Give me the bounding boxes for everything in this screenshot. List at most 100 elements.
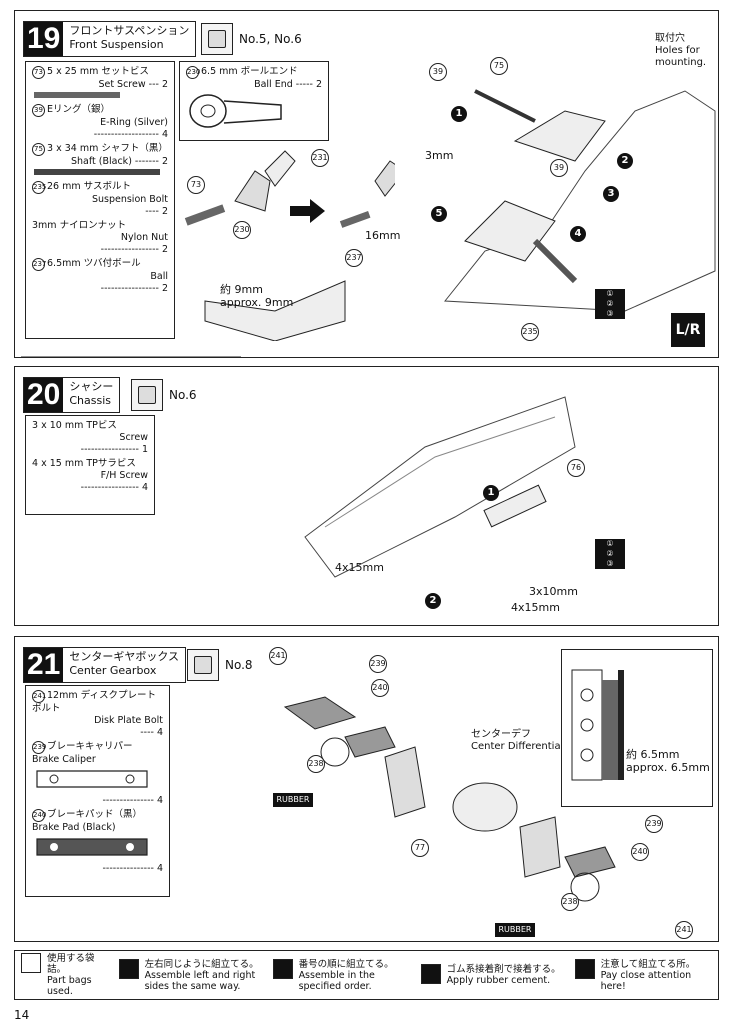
step-19-header: 19 フロントサスペンション Front Suspension [23, 21, 197, 57]
step-seq-4: 4 [570, 226, 586, 242]
brake-caliper-illustration [36, 770, 148, 788]
dim-16mm: 16mm [365, 229, 401, 242]
callout-237: 237 [345, 249, 363, 267]
bag-icon [21, 953, 41, 973]
order-icon [272, 958, 293, 979]
part-item: 4 x 15 mm TPサラビス F/H Screw -------------… [32, 458, 148, 493]
legend-item-attention: 注意して組立てる所。Pay close attention here! [574, 958, 702, 992]
approx-en: approx. 9mm [220, 296, 294, 309]
callout-39b: 39 [550, 159, 568, 177]
bag-numbers: No.6 [169, 388, 197, 402]
step-title-jp: フロントサスペンション [69, 24, 190, 37]
arm-assembly-diagram [184, 150, 395, 341]
callout-231: 231 [311, 149, 329, 167]
part-bags: No.5, No.6 [201, 23, 302, 55]
step-20-header: 20 シャシー Chassis [23, 377, 121, 413]
part-item: 239ブレーキキャリパー Brake Caliper -------------… [32, 741, 163, 806]
rubber-icon: RUBBER [495, 923, 535, 937]
bag-numbers: No.8 [225, 658, 253, 672]
step-seq-2: 2 [425, 593, 441, 609]
attention-hand-icon [574, 958, 595, 979]
part-bags: No.6 [131, 379, 197, 411]
callout-241b: 241 [675, 921, 693, 939]
part-bags: No.8 [187, 649, 253, 681]
shaft-illustration [34, 169, 160, 175]
rubber-icon: RUBBER [273, 793, 313, 807]
part-item: 3 x 10 mm TPビス Screw ----------------- 1 [32, 420, 148, 455]
callout-238: 238 [307, 755, 325, 773]
part-item: 23526 mm サスボルト Suspension Bolt ---- 2 [32, 181, 168, 217]
screw-label-c: 4x15mm [511, 601, 560, 614]
step-title-en: Chassis [69, 394, 112, 407]
callout-230: 230 [233, 221, 251, 239]
callout-239b: 239 [645, 815, 663, 833]
callout-73: 73 [187, 176, 205, 194]
step-number: 19 [24, 22, 64, 56]
parts-list: 24112mm ディスクプレートボルト Disk Plate Bolt ----… [25, 685, 170, 897]
step-21-panel: 21 センターギヤボックス Center Gearbox No.8 24112m… [14, 636, 719, 942]
approx-jp: 約 9mm [220, 283, 263, 296]
step-seq-3: 3 [603, 186, 619, 202]
step-seq-2: 2 [617, 153, 633, 169]
callout-239: 239 [369, 655, 387, 673]
callout-75: 75 [490, 57, 508, 75]
step-title-jp: センターギヤボックス [69, 650, 180, 663]
step-title-en: Center Gearbox [69, 664, 157, 677]
ball-end-part: 2306.5 mm ボールエンド Ball End ----- 2 [179, 61, 329, 141]
bag-numbers: No.5, No.6 [239, 32, 302, 46]
callout-77: 77 [411, 839, 429, 857]
legend-item-order: 番号の順に組立てる。Assemble in the specified orde… [272, 958, 411, 992]
step-21-header: 21 センターギヤボックス Center Gearbox [23, 647, 187, 683]
screw-label-b: 3x10mm [529, 585, 578, 598]
nut-3mm: 3mm [425, 149, 454, 162]
approx-jp: 約 6.5mm [626, 748, 680, 761]
left-right-icon [118, 958, 139, 979]
step-number: 20 [24, 378, 64, 412]
step-20-panel: 20 シャシー Chassis No.6 3 x 10 mm TPビス Scre… [14, 366, 719, 626]
center-diff-label: センターデフ Center Differential [471, 729, 564, 752]
bag-icon [187, 649, 219, 681]
legend: 使用する袋詰。Part bags used. 左右同じように組立てる。Assem… [14, 950, 719, 1000]
set-screw-illustration [34, 92, 120, 98]
part-item: 3mm ナイロンナット Nylon Nut ----------------- … [32, 220, 168, 255]
legend-item-lr: 左右同じように組立てる。Assemble left and right side… [118, 958, 263, 992]
ball-end-illustration [189, 94, 282, 128]
step-title-jp: シャシー [69, 380, 114, 393]
step-title-en: Front Suspension [69, 38, 164, 51]
parts-list: 3 x 10 mm TPビス Screw ----------------- 1… [25, 415, 155, 515]
brake-pad-illustration [36, 838, 148, 856]
screw-label-a: 4x15mm [335, 561, 384, 574]
callout-240b: 240 [631, 843, 649, 861]
callout-238b: 238 [561, 893, 579, 911]
callout-241: 241 [269, 647, 287, 665]
part-item: 2376.5mm ツバ付ボール Ball ----------------- 2 [32, 258, 168, 294]
chassis-diagram [304, 396, 576, 578]
center-gearbox-diagram [283, 696, 616, 902]
callout-235: 235 [521, 323, 539, 341]
legend-item-rubber: ゴム系接着剤で接着する。Apply rubber cement. [420, 964, 565, 986]
page-number: 14 [14, 1008, 30, 1022]
part-item: 24112mm ディスクプレートボルト Disk Plate Bolt ----… [32, 690, 163, 738]
legend-item-bags: 使用する袋詰。Part bags used. [21, 953, 109, 997]
ruler [21, 356, 241, 358]
front-suspension-chassis [444, 89, 716, 312]
rubber-cement-icon [420, 964, 441, 984]
callout-240: 240 [371, 679, 389, 697]
step-19-panel: 19 フロントサスペンション Front Suspension No.5, No… [14, 10, 719, 358]
step-seq-5: 5 [431, 206, 447, 222]
detail-inset: 約 6.5mm approx. 6.5mm [561, 649, 713, 807]
callout-76: 76 [567, 459, 585, 477]
part-item: 240ブレーキパッド（黒） Brake Pad (Black) --------… [32, 809, 163, 874]
approx-en: approx. 6.5mm [626, 761, 710, 774]
bag-icon [201, 23, 233, 55]
holes-note: 取付穴 Holes for mounting. [655, 33, 707, 68]
left-right-icon: L/R [671, 313, 705, 347]
step-number: 21 [24, 648, 64, 682]
step-seq-1: 1 [451, 106, 467, 122]
